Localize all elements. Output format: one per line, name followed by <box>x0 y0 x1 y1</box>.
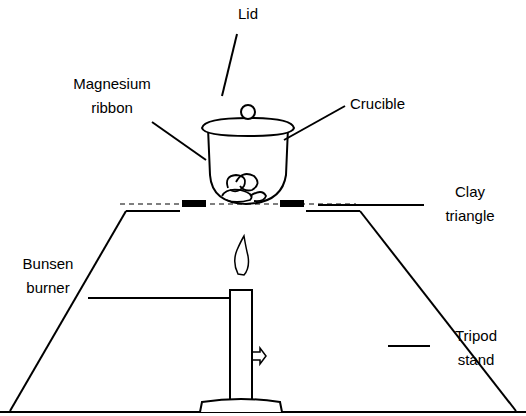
part-label: Lid <box>228 2 268 26</box>
part-label: Magnesium ribbon <box>62 72 162 120</box>
part-label: Bunsen burner <box>8 252 88 300</box>
crucible <box>208 128 288 204</box>
magnesium-ribbon <box>222 174 266 202</box>
bunsen-burner <box>200 290 282 412</box>
part-label: Tripod stand <box>436 324 516 372</box>
tripod-stand <box>10 211 516 411</box>
flame <box>235 236 249 275</box>
part-label: Clay triangle <box>430 180 510 228</box>
crucible-lid <box>202 105 294 136</box>
part-label: Crucible <box>350 92 430 116</box>
